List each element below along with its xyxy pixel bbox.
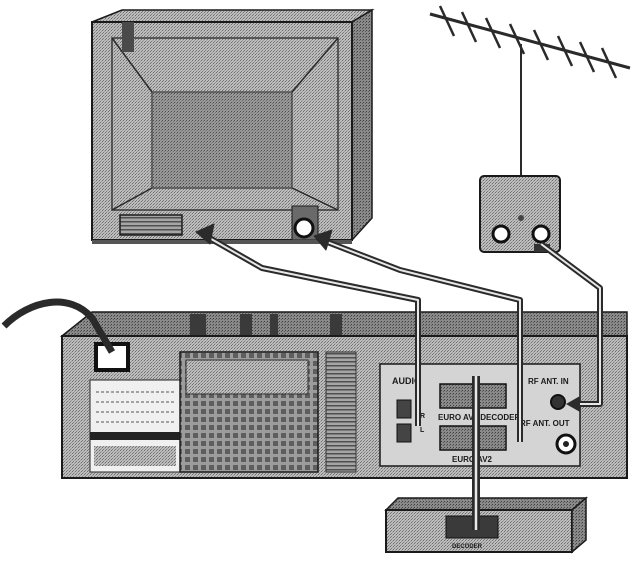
wall-aerial-socket	[479, 175, 561, 253]
audio-socket-l	[396, 423, 412, 443]
video-recorder: AUDIO R L EURO AV1 DECODER EURO AV2 RF A…	[59, 311, 628, 479]
aerial-antenna	[429, 5, 631, 176]
television	[91, 8, 375, 244]
vcr-top-face	[59, 311, 628, 337]
wall-socket-outlet-right	[531, 224, 551, 244]
rf-ant-in-socket	[550, 394, 566, 410]
audio-socket-r	[396, 399, 412, 419]
rf-ant-out-label: RF ANT. OUT	[520, 419, 570, 428]
audio-l-label: L	[420, 427, 425, 434]
arrow-to-tv-rf	[313, 229, 333, 251]
tv-rf-socket	[293, 217, 315, 239]
arrow-to-tv-scart	[195, 223, 215, 245]
tv-scart-socket	[119, 214, 183, 236]
tv-top-face	[91, 9, 375, 23]
cables	[1, 223, 603, 530]
arrow-to-rf-in	[566, 396, 580, 412]
tv-side-face	[351, 8, 373, 242]
mains-cable	[1, 298, 116, 354]
audio-label: AUDIO	[392, 376, 421, 386]
rf-ant-in-label: RF ANT. IN	[528, 377, 569, 386]
decoder-box: DECODER	[384, 496, 589, 554]
tv-cabinet-inner-contour	[151, 91, 293, 189]
decoder-label: DECODER	[452, 544, 483, 550]
audio-r-label: R	[420, 413, 425, 420]
wall-socket-outlet-left	[491, 224, 511, 244]
